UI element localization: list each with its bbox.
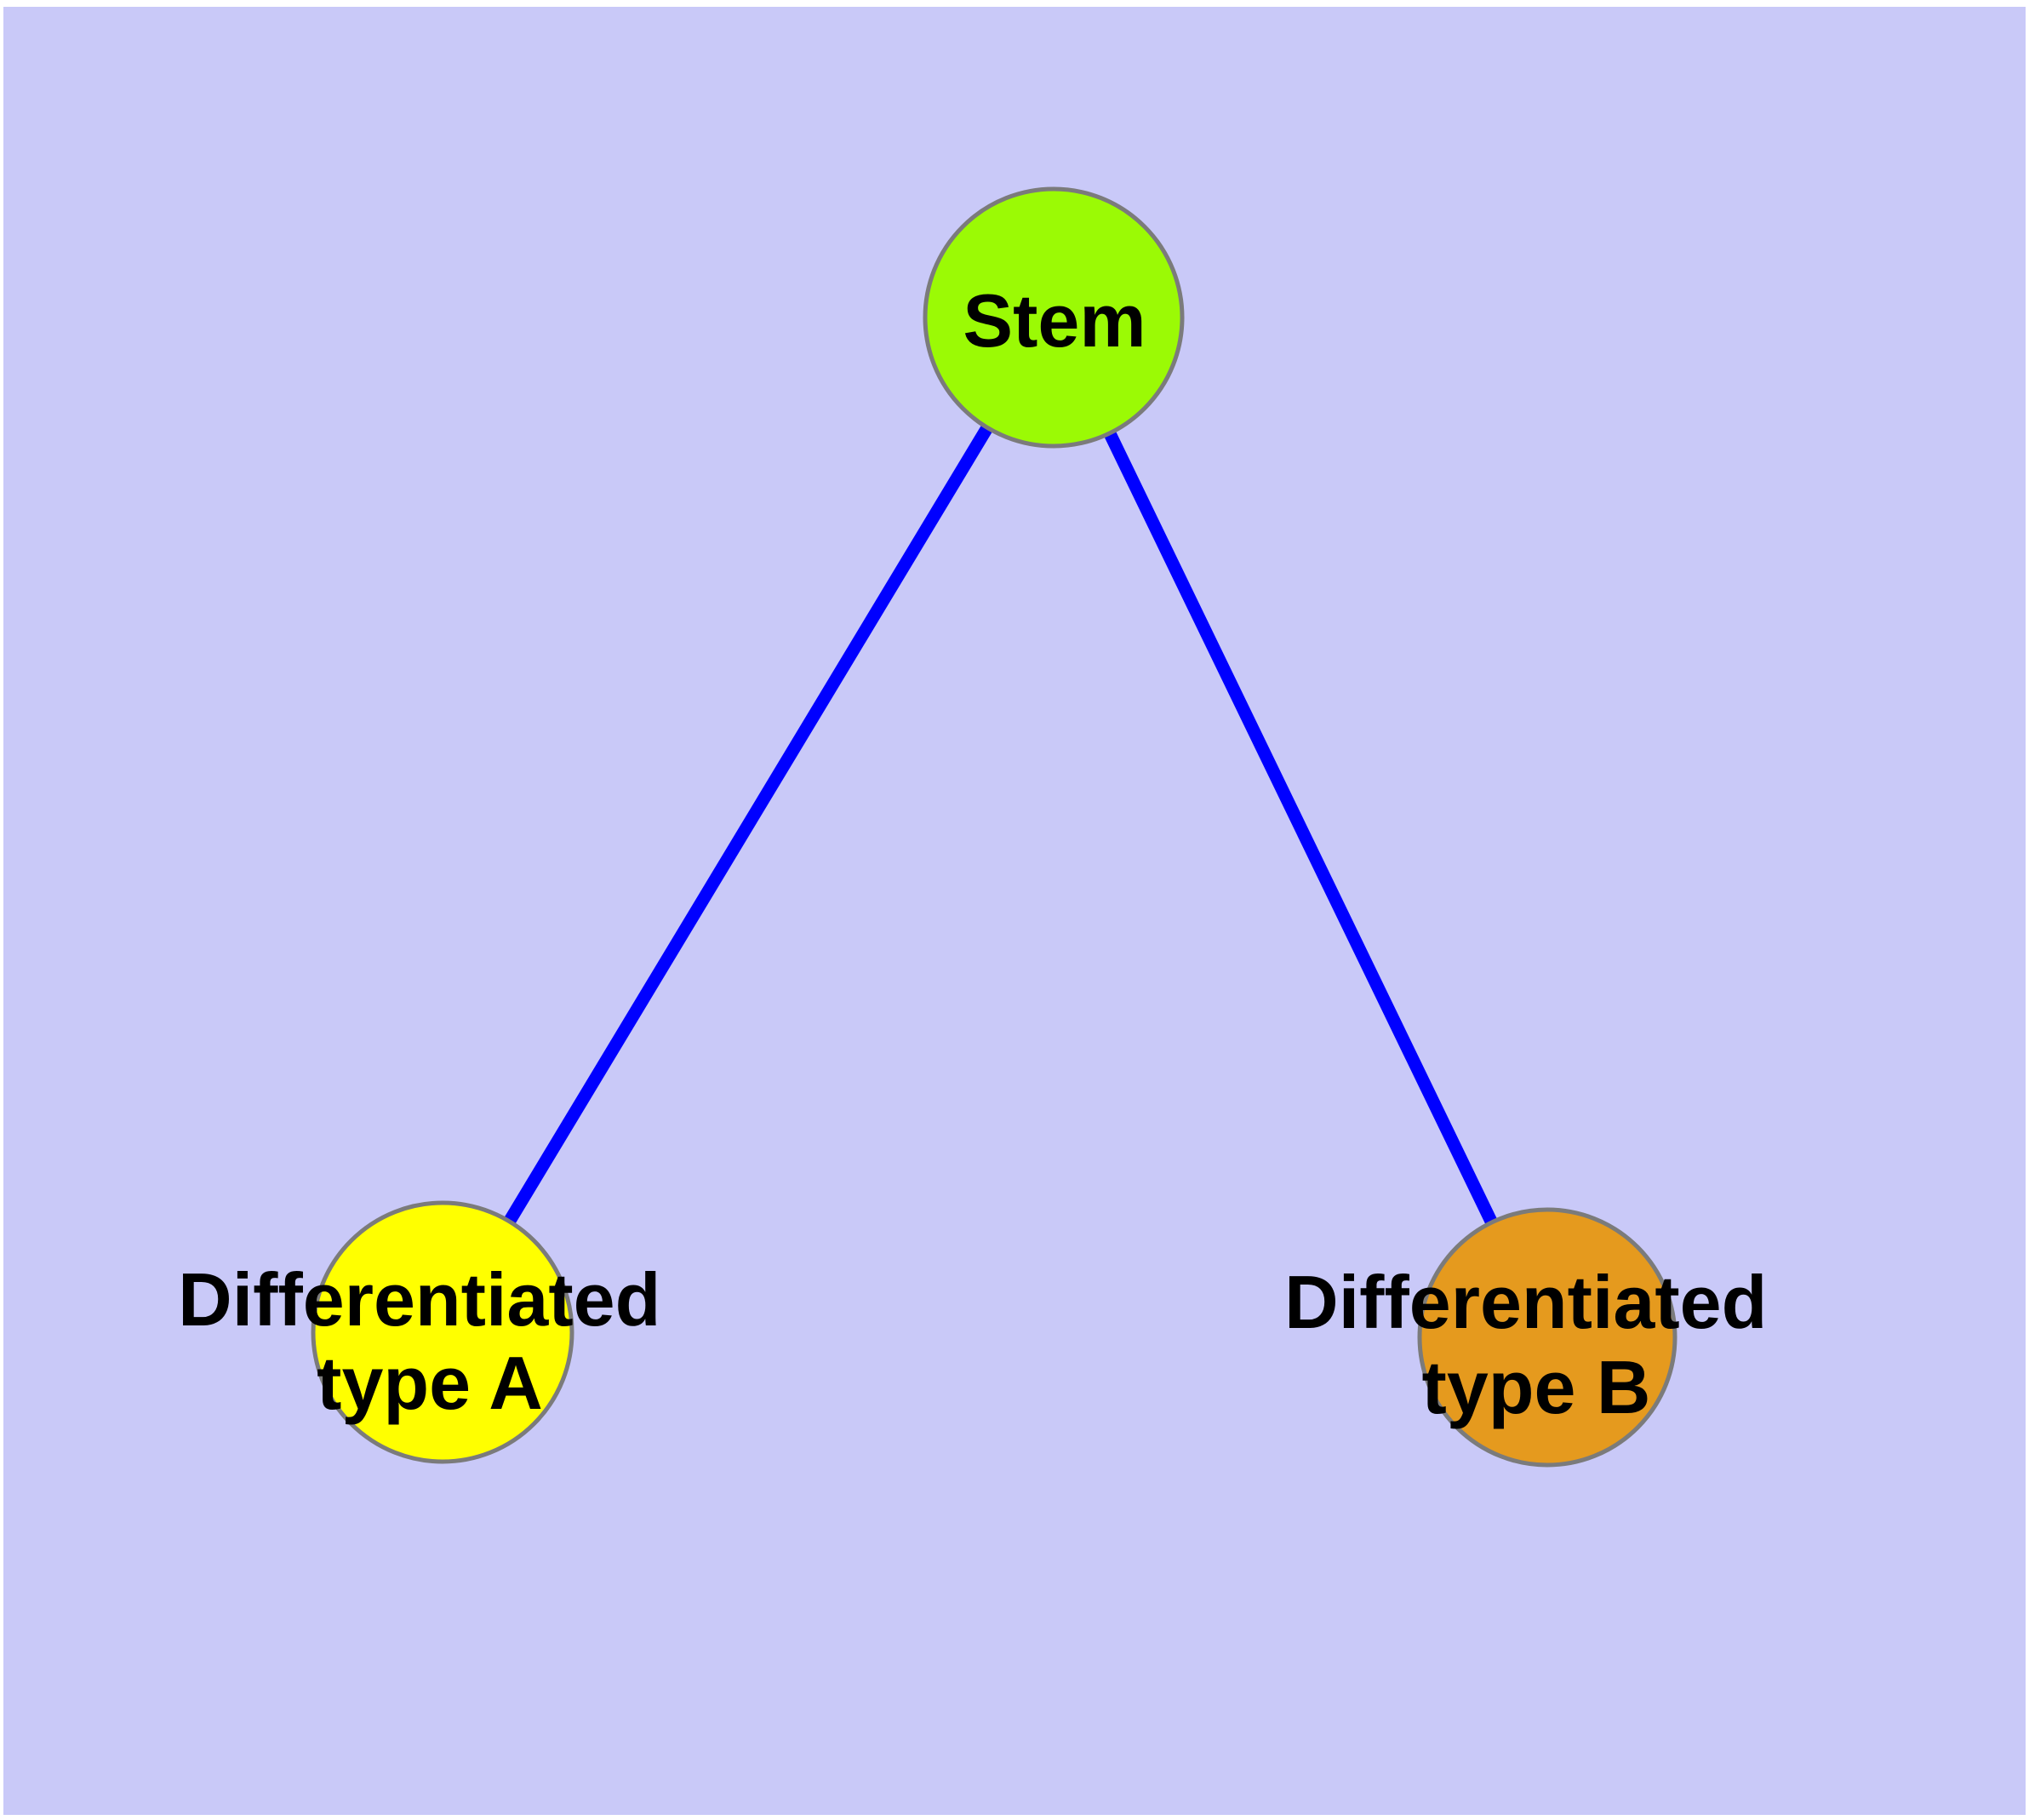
node-stem bbox=[923, 186, 1185, 449]
node-type-a-label-line1: Differentiated bbox=[178, 1257, 660, 1342]
node-type-a-label: Differentiated type A bbox=[178, 1257, 682, 1425]
edge-stem-to-type-b bbox=[1048, 314, 1553, 1341]
edge-stem-to-type-a bbox=[437, 314, 1060, 1336]
node-type-b-label: Differentiated type B bbox=[1284, 1260, 1788, 1429]
node-differentiated-type-a bbox=[311, 1200, 574, 1464]
node-type-a-label-line2: type A bbox=[317, 1341, 543, 1425]
node-differentiated-type-b bbox=[1417, 1207, 1677, 1468]
node-type-b-label-line2: type B bbox=[1422, 1345, 1651, 1429]
node-type-b-label-line1: Differentiated bbox=[1284, 1260, 1767, 1344]
node-stem-label: Stem bbox=[963, 278, 1146, 363]
